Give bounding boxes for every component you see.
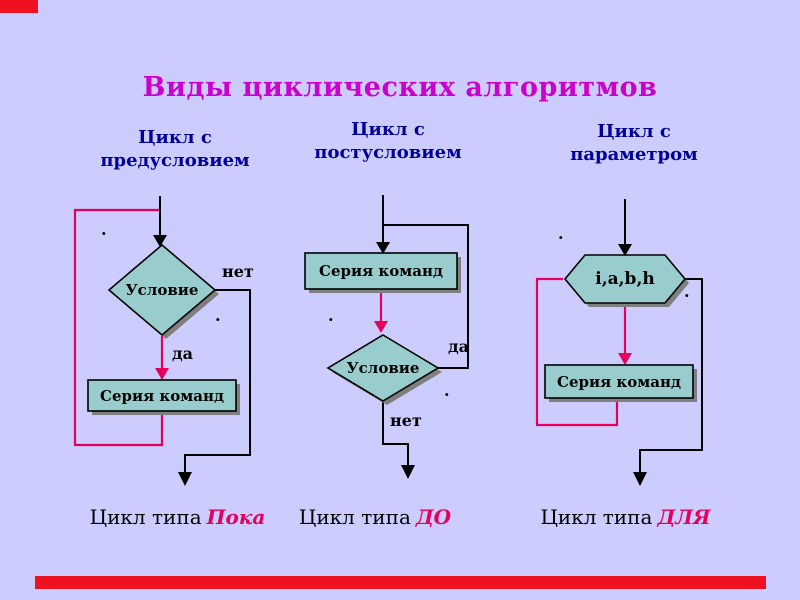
exit-line bbox=[639, 278, 703, 474]
caption-prefix: Цикл типа bbox=[89, 505, 202, 529]
loop-back-line bbox=[535, 277, 619, 427]
caption-prefix: Цикл типа bbox=[540, 505, 653, 529]
action-box-label: Серия команд bbox=[319, 262, 443, 280]
corner-accent-bar bbox=[0, 0, 38, 13]
bottom-accent-bar bbox=[35, 576, 766, 589]
stray-dot: . bbox=[328, 306, 334, 325]
stray-dot: . bbox=[215, 306, 221, 325]
stray-dot: . bbox=[101, 220, 107, 239]
stray-dot: . bbox=[558, 224, 564, 243]
yes-arrowhead bbox=[155, 368, 169, 380]
stray-dot: . bbox=[684, 282, 690, 301]
no-branch-label: нет bbox=[390, 411, 422, 430]
entry-arrowhead bbox=[376, 242, 390, 254]
parameter-hexagon bbox=[563, 254, 687, 304]
condition-diamond-label: Условие bbox=[346, 359, 420, 377]
no-branch-exit-line bbox=[184, 289, 251, 474]
entry-arrowhead bbox=[153, 235, 167, 247]
condition-diamond bbox=[326, 334, 440, 402]
loop-back-line bbox=[384, 224, 469, 369]
condition-diamond-label: Условие bbox=[125, 281, 199, 299]
flowchart-precondition bbox=[73, 196, 251, 486]
column-heading-postcondition: Цикл с постусловием bbox=[314, 119, 462, 164]
action-box bbox=[87, 379, 237, 412]
action-box bbox=[544, 364, 694, 399]
yes-branch-label: да bbox=[448, 337, 470, 356]
flowchart-postcondition bbox=[304, 195, 469, 479]
no-branch-exit-line bbox=[382, 402, 409, 467]
to-action-arrowhead bbox=[618, 353, 632, 365]
column-heading-precondition: Цикл с предусловием bbox=[100, 127, 250, 172]
exit-arrowhead bbox=[401, 465, 415, 479]
exit-arrowhead bbox=[178, 472, 192, 486]
action-box-label: Серия команд bbox=[100, 386, 224, 405]
caption-prefix: Цикл типа bbox=[298, 505, 411, 529]
flowchart-parameter bbox=[535, 199, 703, 486]
condition-diamond bbox=[107, 243, 217, 337]
column-heading-parameter: Цикл с параметром bbox=[570, 121, 698, 166]
caption-keyword: ДО bbox=[415, 505, 452, 529]
loop-back-line bbox=[73, 208, 164, 447]
action-box bbox=[304, 252, 458, 290]
parameter-hexagon-label: i,a,b,h bbox=[595, 269, 655, 289]
no-branch-label: нет bbox=[222, 262, 254, 281]
caption-keyword: ДЛЯ bbox=[657, 505, 711, 529]
to-condition-arrowhead bbox=[374, 321, 388, 333]
stray-dot: . bbox=[444, 381, 450, 400]
slide-title: Виды циклических алгоритмов bbox=[142, 72, 658, 103]
caption-keyword: Пока bbox=[206, 505, 266, 529]
action-box-label: Серия команд bbox=[557, 372, 681, 391]
entry-arrowhead bbox=[618, 244, 632, 256]
exit-arrowhead bbox=[633, 472, 647, 486]
yes-branch-label: да bbox=[172, 344, 194, 363]
